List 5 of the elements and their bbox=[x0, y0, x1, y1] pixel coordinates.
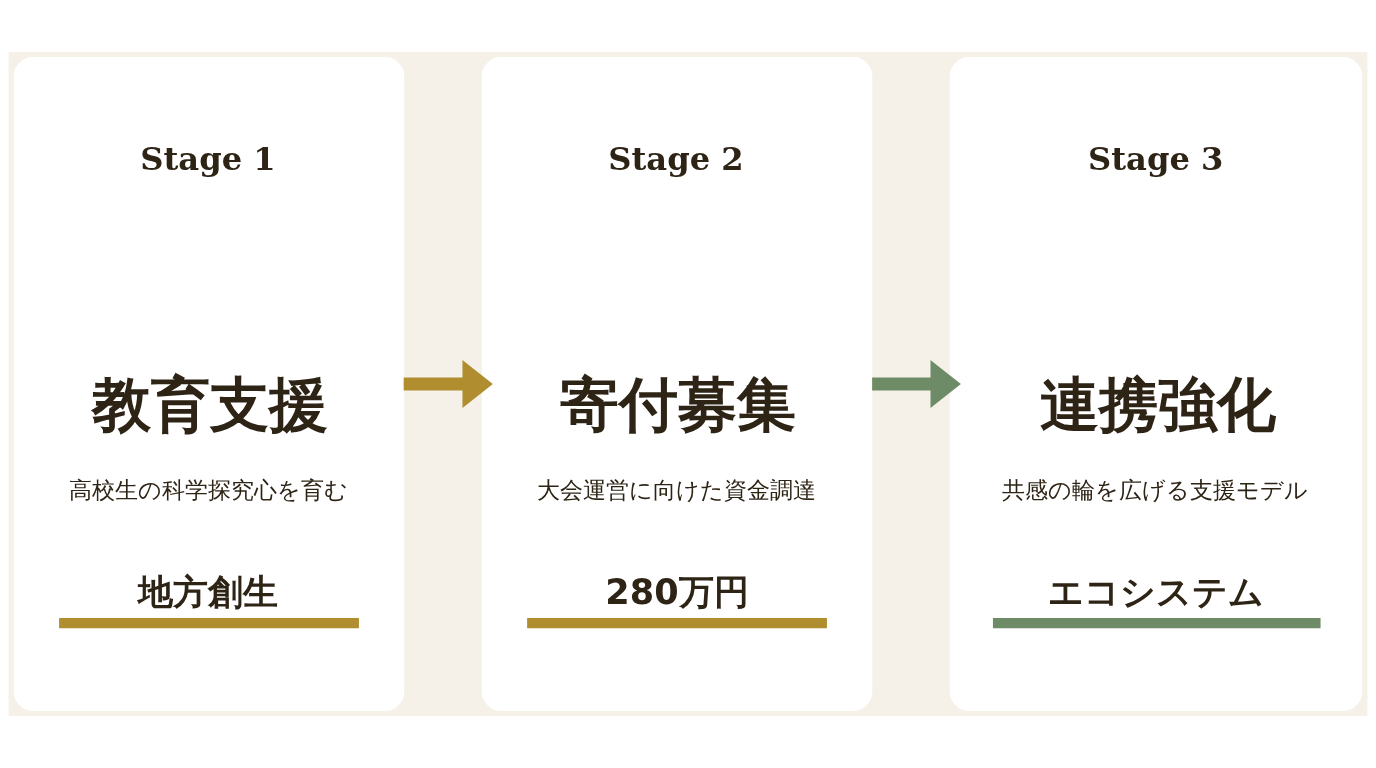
node-box: Stage 2 寄付募集 大会運営に向けた資金調達 280万円 bbox=[481, 57, 873, 711]
arrow bbox=[872, 360, 961, 408]
node-box: Stage 1 教育支援 高校生の科学探究心を育む 地方創生 bbox=[13, 57, 405, 711]
arrow bbox=[403, 360, 493, 408]
node-box: Stage 3 連携強化 共感の輪を広げる支援モデル エコシステム bbox=[949, 57, 1363, 711]
